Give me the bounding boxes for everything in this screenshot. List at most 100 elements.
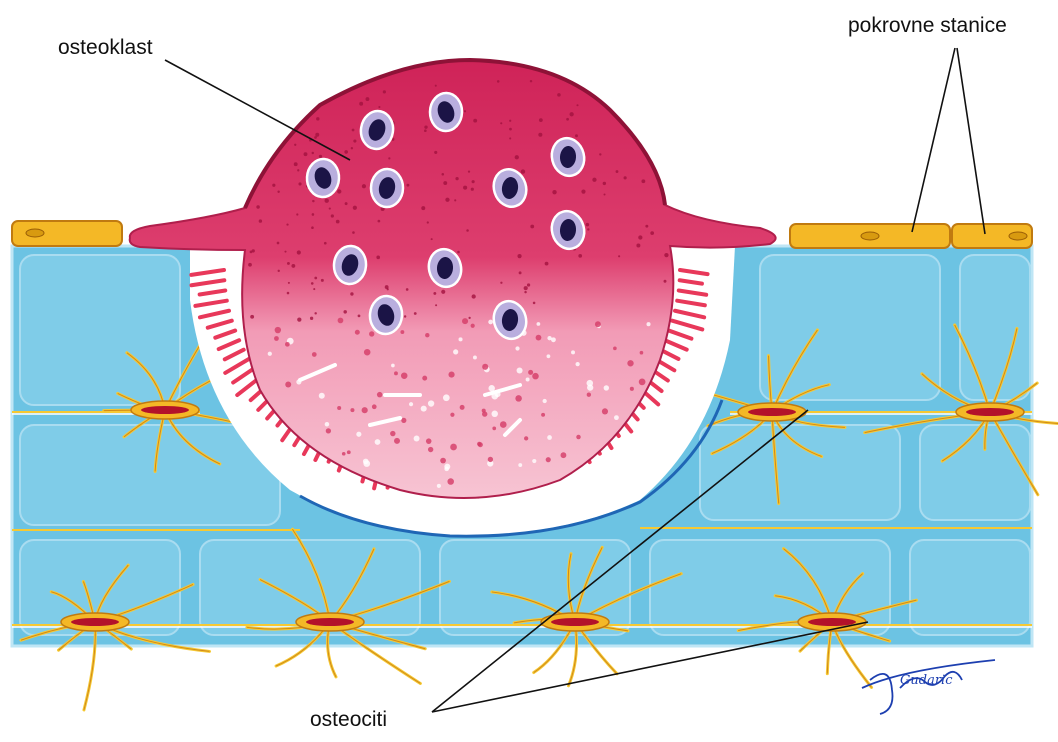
granule (431, 238, 433, 240)
granule (387, 288, 389, 290)
granule (363, 460, 370, 467)
granule (541, 413, 545, 417)
granule (319, 155, 322, 158)
granule (509, 137, 511, 139)
osteocyte-nucleus (966, 408, 1014, 416)
granule (645, 225, 648, 228)
granule (298, 182, 301, 185)
granule (450, 444, 457, 451)
osteocyte-nucleus (748, 408, 796, 416)
granule (297, 317, 301, 321)
granule (364, 349, 371, 356)
granule (347, 450, 351, 454)
granule (614, 415, 619, 420)
granule (434, 151, 437, 154)
granule (532, 459, 536, 463)
granule (515, 395, 522, 402)
bone-lamella (910, 540, 1030, 635)
granule (488, 457, 493, 462)
granule (517, 254, 521, 258)
granule (471, 188, 474, 191)
granule (345, 202, 348, 205)
granule (500, 421, 507, 428)
granule (272, 184, 275, 187)
artist-signature: Gudaric (862, 660, 995, 714)
granule (316, 117, 319, 120)
granule (515, 155, 519, 159)
label-osteoclast: osteoklast (58, 36, 153, 60)
granule (319, 393, 325, 399)
granule (437, 484, 441, 488)
granule (414, 436, 420, 442)
granule (427, 221, 429, 223)
granule (472, 294, 476, 298)
signature-text: Gudaric (900, 673, 953, 688)
granule (313, 288, 315, 290)
granule (530, 80, 532, 82)
granule (488, 320, 493, 325)
granule (366, 97, 370, 101)
granule (343, 310, 346, 313)
granule (599, 153, 601, 155)
granule (638, 235, 642, 239)
granule (453, 349, 458, 354)
granule (287, 292, 290, 295)
granule (524, 436, 528, 440)
granule (422, 376, 427, 381)
granule (463, 186, 467, 190)
granule (391, 364, 395, 368)
granule (351, 147, 353, 149)
granule (284, 251, 286, 253)
granule (297, 169, 299, 171)
granule (473, 355, 477, 359)
granule (274, 336, 279, 341)
granule (362, 184, 366, 188)
granule (630, 387, 634, 391)
granule (561, 452, 567, 458)
osteocyte-nucleus (71, 618, 119, 626)
granule (519, 271, 522, 274)
granule (291, 264, 295, 268)
granule (353, 139, 356, 142)
granule (457, 251, 460, 254)
granule (275, 327, 281, 333)
granule (394, 371, 398, 375)
granule (383, 90, 386, 93)
granule (576, 362, 580, 366)
granule (552, 190, 556, 194)
granule (310, 317, 313, 320)
granule (421, 206, 425, 210)
granule (428, 447, 433, 452)
label-lining-cells: pokrovne stanice (848, 14, 1007, 38)
granule (557, 93, 561, 97)
osteocyte-nucleus (141, 406, 189, 414)
granule (515, 346, 519, 350)
granule (517, 367, 523, 373)
granule (491, 411, 498, 418)
granule (604, 193, 606, 195)
granule (524, 291, 526, 293)
granule (509, 120, 511, 122)
granule (509, 128, 512, 131)
osteocyte (296, 613, 364, 631)
granule (421, 406, 427, 412)
granule (358, 314, 361, 317)
osteocyte (61, 613, 129, 631)
granule (355, 330, 360, 335)
granule (325, 199, 329, 203)
granule (468, 171, 470, 173)
granule (527, 283, 530, 286)
granule (311, 282, 314, 285)
lining-cell (952, 224, 1032, 248)
granule (500, 122, 502, 124)
granule (459, 337, 463, 341)
granule (576, 104, 578, 106)
granule (288, 282, 290, 284)
granule (624, 176, 627, 179)
osteocyte-nucleus (306, 618, 354, 626)
granule (336, 220, 340, 224)
granule (450, 413, 454, 417)
granule (394, 438, 400, 444)
granule (378, 106, 380, 108)
